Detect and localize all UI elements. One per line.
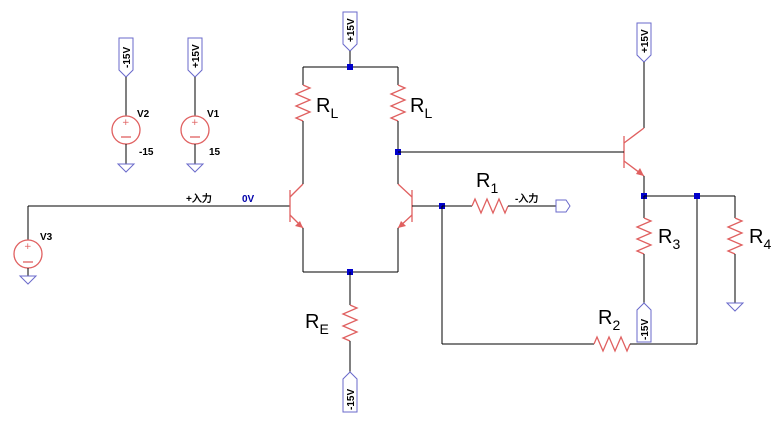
svg-text:+: +: [191, 118, 199, 128]
flag-neg15-v2-label: -15V: [122, 47, 133, 68]
transistor-left-npn: [289, 178, 304, 272]
r2-main: R: [598, 307, 612, 329]
r4-sub: 4: [763, 236, 771, 252]
ground-r4: [725, 302, 745, 312]
flag-pos15-top-label: +15V: [346, 18, 357, 42]
flag-pos15-v1: +15V: [187, 37, 203, 78]
rl-right-sub: L: [424, 105, 432, 121]
svg-text:RL: RL: [410, 95, 432, 121]
r1-sub: 1: [490, 180, 498, 196]
junction-top: [347, 64, 353, 70]
v1-value: 15: [209, 147, 221, 158]
net-label-plus-input: +入力: [186, 192, 212, 205]
voltage-source-v3: + V3: [13, 205, 290, 285]
transistor-right-npn: [397, 178, 442, 272]
net-port-minus-input: [555, 199, 571, 213]
svg-text:R2: R2: [598, 307, 620, 333]
r2-sub: 2: [612, 317, 620, 333]
r3-sub: 3: [672, 236, 680, 252]
r1-main: R: [476, 170, 490, 192]
rl-right-main: R: [410, 95, 424, 117]
flag-neg15-r3-label: -15V: [640, 319, 651, 340]
flag-pos15-output-label: +15V: [640, 29, 651, 53]
junction-output-node: [694, 193, 700, 199]
transistor-output-npn: [610, 127, 645, 177]
flag-neg15-r3: -15V: [636, 302, 652, 343]
rl-left-sub: L: [330, 105, 338, 121]
svg-text:R3: R3: [658, 226, 680, 252]
resistor-rl-right: RL: [389, 67, 432, 178]
svg-text:RE: RE: [305, 311, 329, 337]
resistor-re: RE: [305, 304, 359, 342]
flag-neg15-bottom: -15V: [342, 371, 358, 413]
re-main: R: [305, 311, 319, 333]
resistor-r4: R4: [726, 217, 771, 255]
svg-text:+: +: [122, 118, 130, 128]
resistor-rl-left: RL: [294, 67, 338, 178]
v3-name: V3: [40, 232, 53, 243]
flag-neg15-bottom-label: -15V: [346, 389, 357, 410]
svg-text:R1: R1: [476, 170, 498, 196]
flag-pos15-top: +15V: [342, 11, 358, 52]
r4-main: R: [749, 226, 763, 248]
svg-text:RL: RL: [316, 95, 338, 121]
v2-value: -15: [139, 147, 154, 158]
rl-left-main: R: [316, 95, 330, 117]
svg-text:R4: R4: [749, 226, 771, 252]
flag-pos15-output: +15V: [636, 22, 652, 63]
resistor-r1: R1: [471, 170, 509, 215]
net-label-minus-input: -入力: [515, 192, 538, 205]
svg-text:+: +: [24, 242, 32, 252]
net-label-0v: 0V: [242, 194, 255, 205]
r3-main: R: [658, 226, 672, 248]
resistor-r2: R2: [593, 307, 631, 353]
flag-pos15-v1-label: +15V: [191, 44, 202, 68]
re-sub: E: [319, 321, 328, 337]
flag-neg15-v2: -15V: [118, 37, 134, 78]
resistor-r3: R3: [635, 217, 680, 255]
voltage-source-v2: + V2 -15: [111, 77, 154, 173]
v2-name: V2: [137, 109, 150, 120]
voltage-source-v1: + V1 15: [180, 77, 221, 173]
v1-name: V1: [207, 109, 220, 120]
